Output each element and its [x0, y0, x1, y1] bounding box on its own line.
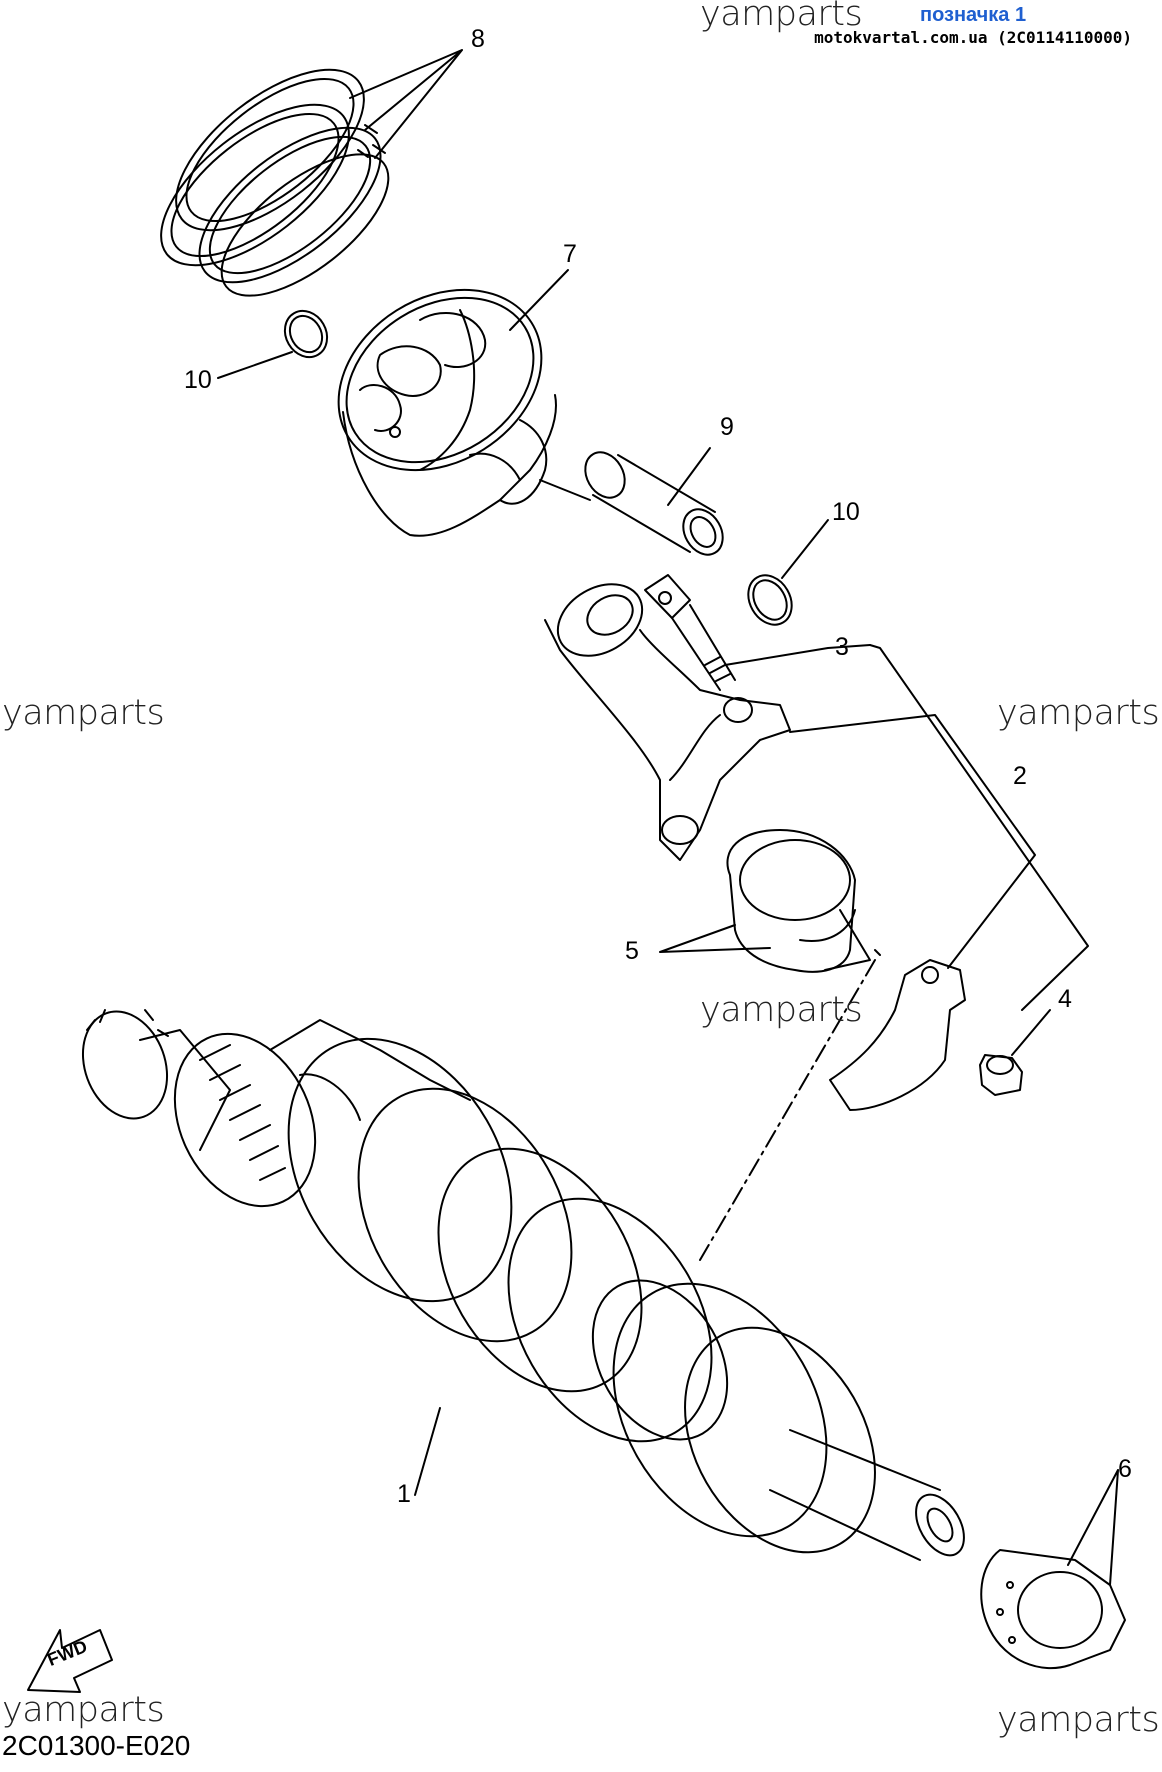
callout-3: 3: [835, 633, 849, 661]
leader-3-bracket: [870, 645, 1088, 1010]
watermark-center: yamparts: [700, 990, 863, 1030]
watermark-bottom-left: yamparts: [2, 1690, 165, 1730]
leader-9: [668, 448, 710, 505]
alignment-line: [700, 950, 880, 1260]
piston-ring-set-icon: [135, 40, 411, 321]
callout-10-upper: 10: [184, 366, 212, 394]
leader-10b: [782, 520, 828, 578]
watermark-top: yamparts: [700, 0, 863, 34]
connecting-rod-assembly-icon: [545, 570, 790, 860]
piston-icon: [305, 253, 575, 536]
watermark-right: yamparts: [997, 693, 1160, 733]
big-end-bearing-icon: [727, 830, 870, 972]
diagram-code: 2C01300-E020: [2, 1730, 191, 1761]
callout-5: 5: [625, 937, 639, 965]
callout-4: 4: [1058, 985, 1072, 1013]
leader-10a: [218, 352, 292, 378]
callout-7: 7: [563, 240, 577, 268]
piston-pin-icon: [540, 445, 731, 562]
watermark-left: yamparts: [2, 693, 165, 733]
circlip-icon: [277, 303, 336, 365]
leader-4: [1012, 1010, 1050, 1055]
rod-cap-icon: [830, 960, 965, 1110]
leader-6: [1068, 1470, 1118, 1585]
watermark-bottom-right: yamparts: [997, 1700, 1160, 1740]
leader-1: [415, 1408, 440, 1495]
crankshaft-bearing-icon: [981, 1550, 1125, 1668]
callout-8: 8: [471, 25, 485, 53]
rod-bolt-icon: [645, 575, 735, 690]
badge-label: позначка 1: [920, 4, 1027, 26]
leader-7: [510, 270, 568, 330]
site-label: motokvartal.com.ua (2C0114110000): [814, 28, 1132, 47]
leader-3: [725, 645, 870, 665]
leader-5: [660, 925, 770, 952]
leader-2: [790, 715, 1035, 968]
fwd-arrow-icon: [28, 1630, 112, 1692]
rod-nut-icon: [980, 1055, 1022, 1095]
crankshaft-icon: [69, 999, 974, 1587]
callout-1: 1: [397, 1480, 411, 1508]
circlip-icon: [740, 567, 801, 632]
callout-9: 9: [720, 413, 734, 441]
callout-2: 2: [1013, 762, 1027, 790]
callout-6: 6: [1118, 1455, 1132, 1483]
callout-10-lower: 10: [832, 498, 860, 526]
leader-8a: [350, 50, 462, 158]
